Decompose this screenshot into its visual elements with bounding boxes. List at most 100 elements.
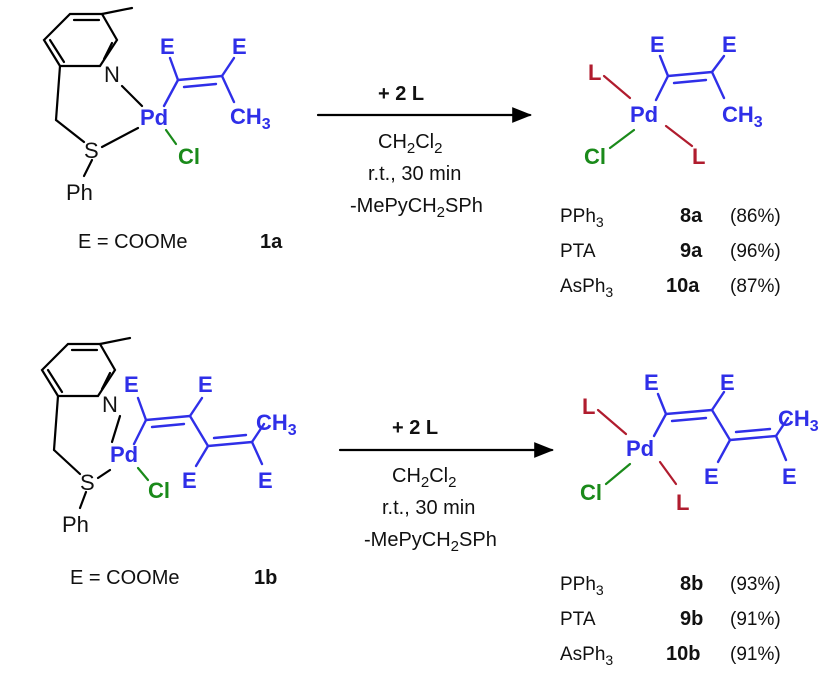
dienyl-e3-bond-product — [716, 438, 732, 464]
l-pd-bond-b-1 — [596, 408, 628, 436]
byproduct-1: -MePyCH2SPh — [350, 195, 483, 221]
dienyl-double-bond-1-product — [664, 408, 714, 416]
methyl-label-product-b: CH3 — [778, 406, 819, 435]
definition-e-2: E = COOMe — [70, 567, 179, 589]
product-complex-1: L Pd Cl L E E CH3 — [584, 32, 763, 169]
product-complex-2: L Pd Cl L E E E E CH3 — [580, 370, 819, 515]
atom-cl-product-b: Cl — [580, 480, 602, 505]
atom-l-b-1: L — [582, 394, 595, 419]
pd-cl-bond-product-b — [604, 462, 632, 486]
s-pd-bond-b — [96, 468, 112, 480]
atom-l-1: L — [588, 60, 601, 85]
vinyl-ch3-bond-product — [710, 70, 726, 100]
starting-complex-1a: N S Ph Pd Cl E E CH3 — [42, 6, 271, 205]
dienyl-e1-bond-product — [656, 392, 668, 416]
product-label-9a: 9a — [680, 240, 703, 262]
atom-pd-product-b: Pd — [626, 436, 654, 461]
atom-s: S — [84, 138, 99, 163]
dienyl-e3-bond — [194, 444, 210, 468]
dienyl-e2-bond — [188, 396, 204, 418]
atom-ph: Ph — [66, 180, 93, 205]
product-label-9b: 9b — [680, 608, 703, 630]
reagent-2: + 2 L — [392, 417, 438, 439]
conditions-1: r.t., 30 min — [368, 163, 461, 185]
n-pd-bond — [120, 84, 144, 108]
atom-e-product-b-4: E — [782, 464, 797, 489]
atom-e-product-2: E — [722, 32, 737, 57]
dienyl-single-bond-product — [710, 408, 732, 442]
pyridine-double-bonds-b — [46, 348, 112, 394]
dienyl-double-bond-1-inner-product — [670, 416, 708, 423]
vinyl-double-bond-inner — [182, 82, 218, 89]
atom-l-b-2: L — [676, 490, 689, 515]
dienyl-double-bond-2-product — [728, 434, 778, 442]
dienyl-double-bond-1 — [144, 414, 192, 422]
atom-cl-product: Cl — [584, 144, 606, 169]
methyl-label-product: CH3 — [722, 102, 763, 131]
atom-ph-b: Ph — [62, 512, 89, 537]
atom-e-b-3: E — [182, 468, 197, 493]
starting-complex-1b: N S Ph Pd Cl E E E E CH3 — [40, 336, 297, 537]
atom-pd-b: Pd — [110, 442, 138, 467]
atom-e-b-4: E — [258, 468, 273, 493]
l-pd-bond-2 — [664, 124, 694, 148]
vinyl-double-bond-product — [666, 70, 714, 78]
atom-n: N — [104, 62, 120, 87]
s-ph-bond — [82, 158, 94, 178]
yield-9a: (96%) — [730, 241, 781, 262]
dienyl-double-bond-2-inner — [212, 433, 248, 440]
s-pd-bond — [100, 126, 140, 149]
ch2-bond — [54, 64, 62, 122]
dienyl-e2-bond-product — [710, 390, 726, 412]
yield-8b: (93%) — [730, 574, 781, 595]
pd-dienyl-bond — [132, 418, 148, 446]
ligand-asph3-a: AsPh3 — [560, 276, 613, 300]
solvent-2: CH2Cl2 — [392, 465, 456, 491]
ligand-pta-b: PTA — [560, 609, 596, 630]
ligand-pta-a: PTA — [560, 241, 596, 262]
yield-8a: (86%) — [730, 206, 781, 227]
atom-e-2: E — [232, 34, 247, 59]
ligand-pph3-b: PPh3 — [560, 574, 604, 598]
pd-vinyl-bond-product — [654, 74, 670, 102]
l-pd-bond-b-2 — [658, 460, 678, 486]
pd-cl-bond-b — [136, 466, 150, 482]
vinyl-e1-bond-product — [658, 54, 670, 78]
atom-e-product-b-1: E — [644, 370, 659, 395]
conditions-2: r.t., 30 min — [382, 497, 475, 519]
product-label-8a: 8a — [680, 205, 703, 227]
reagent-1: + 2 L — [378, 83, 424, 105]
dienyl-double-bond-1-inner — [150, 422, 186, 429]
ligand-asph3-b: AsPh3 — [560, 644, 613, 668]
n-pd-bond-b — [110, 414, 122, 444]
atom-e-b-1: E — [124, 372, 139, 397]
s-ph-bond-b — [78, 490, 88, 510]
compound-label-1a: 1a — [260, 231, 283, 253]
atom-e-product-b-2: E — [720, 370, 735, 395]
dienyl-double-bond-2-inner-product — [734, 427, 772, 434]
yield-10a: (87%) — [730, 276, 781, 297]
ch2-s-bond-b — [52, 448, 82, 476]
product-label-8b: 8b — [680, 573, 703, 595]
yield-10b: (91%) — [730, 644, 781, 665]
compound-label-1b: 1b — [254, 567, 277, 589]
product-label-10b: 10b — [666, 643, 700, 665]
ch2-s-bond — [54, 118, 86, 144]
atom-e-b-2: E — [198, 372, 213, 397]
methyl-bond — [100, 6, 134, 16]
pyridine-double-bonds — [48, 18, 114, 64]
dienyl-e4-bond — [250, 440, 264, 466]
pd-cl-bond — [164, 128, 178, 146]
vinyl-ch3-bond — [220, 74, 236, 104]
ligand-pph3-a: PPh3 — [560, 206, 604, 230]
definition-e-1: E = COOMe — [78, 231, 187, 253]
atom-e-product-1: E — [650, 32, 665, 57]
pd-dienyl-bond-product — [652, 412, 668, 438]
atom-e-product-b-3: E — [704, 464, 719, 489]
ch2-bond-b — [52, 394, 60, 452]
solvent-1: CH2Cl2 — [378, 131, 442, 157]
vinyl-double-bond-inner-product — [672, 78, 708, 85]
dienyl-double-bond-2 — [206, 440, 254, 448]
methyl-bond-b — [98, 336, 132, 346]
